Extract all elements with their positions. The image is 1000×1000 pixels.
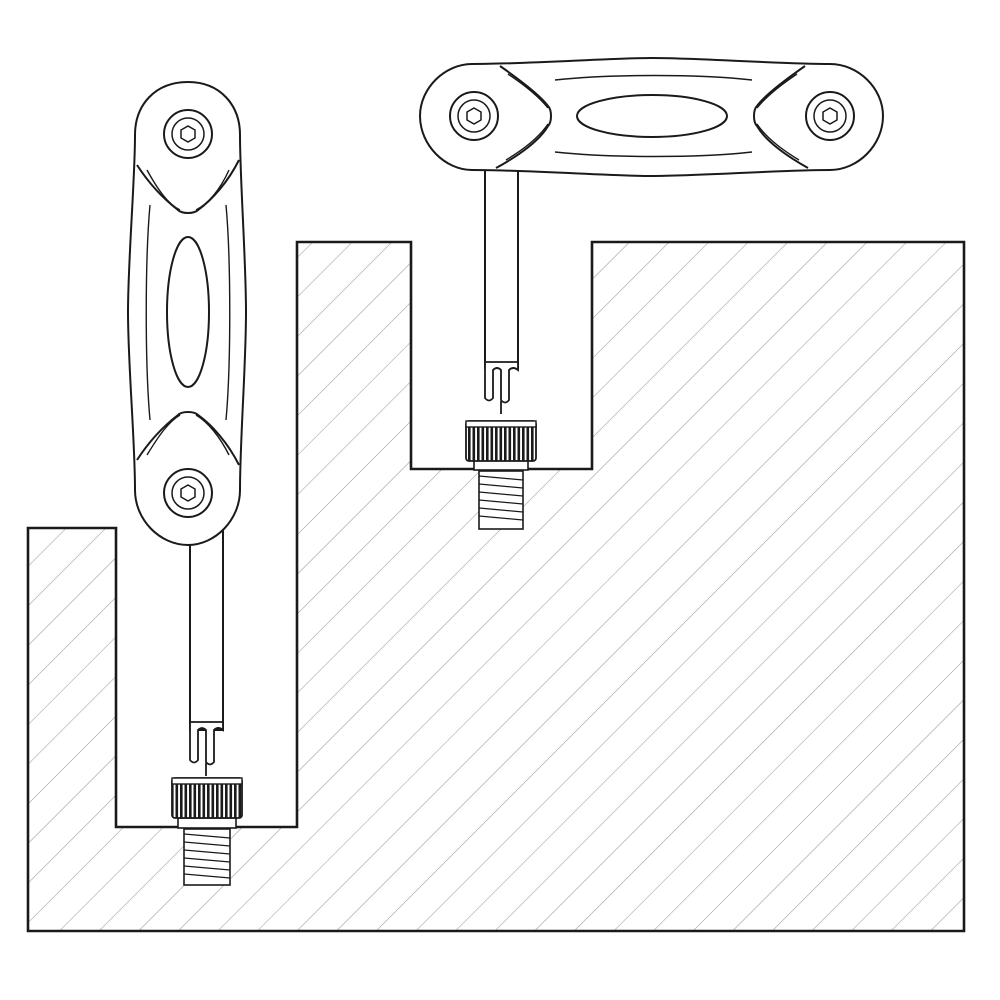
grip-oval (166, 236, 210, 388)
socket-head-cap-screw-upper (465, 420, 537, 530)
torx-tip (189, 721, 224, 776)
socket-head-cap-screw-lower (171, 777, 243, 886)
t-handle-torx-key-left (126, 80, 248, 776)
key-shaft (484, 167, 519, 369)
t-handle-torx-key-right (418, 56, 885, 414)
screw-thread-lines (183, 833, 231, 879)
key-shaft (189, 529, 224, 731)
torx-tip (484, 361, 519, 414)
grip-oval (576, 94, 728, 138)
workpiece-block (26, 240, 966, 933)
